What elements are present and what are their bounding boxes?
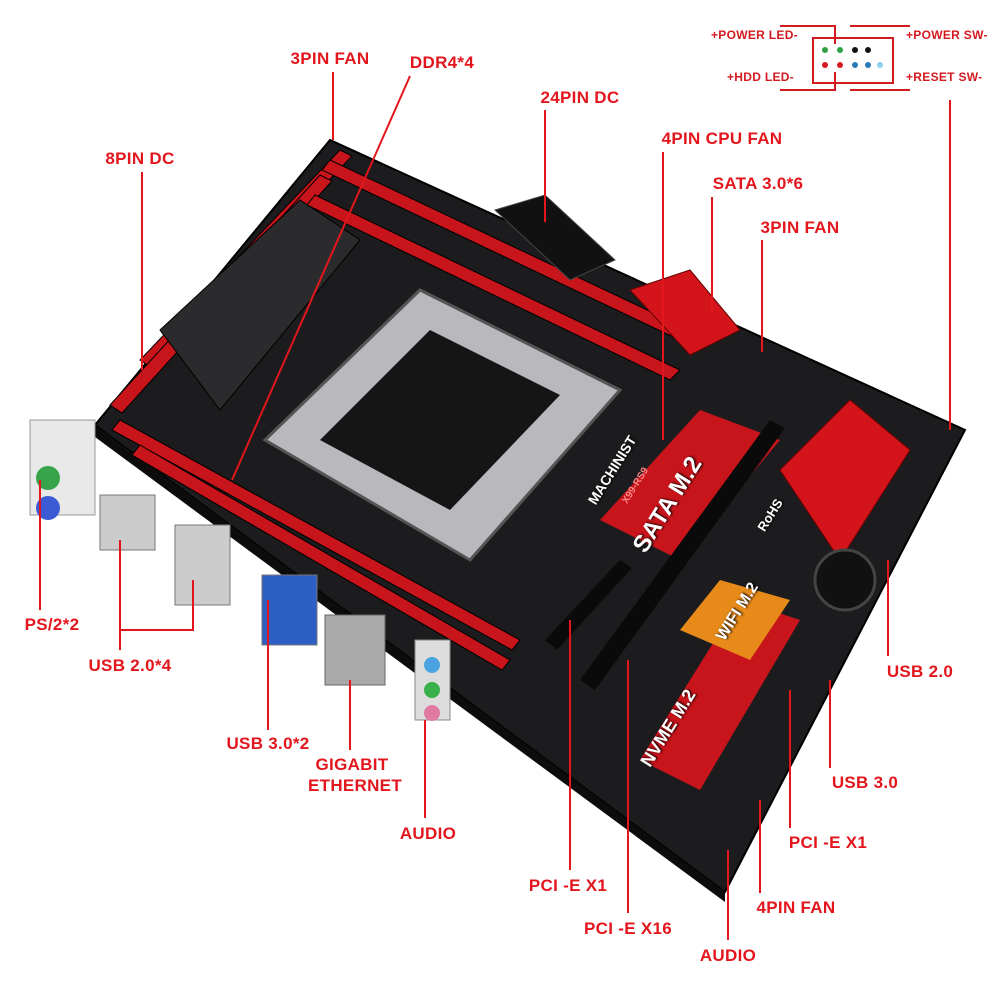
pcie-x1-slot <box>545 560 632 650</box>
pcb-edge <box>95 425 725 902</box>
power-sw-label: +POWER SW- <box>906 28 988 42</box>
vrm-heatsink <box>159 199 361 411</box>
label-audio-front: AUDIO <box>699 946 757 965</box>
usb2-ports-a <box>99 494 156 551</box>
label-4pin-fan: 4PIN FAN <box>756 898 836 917</box>
label-usb20-rear: USB 2.0*4 <box>88 656 172 675</box>
front-panel-pins <box>822 47 883 68</box>
sata-ports <box>629 269 741 356</box>
hdd-led-label: +HDD LED- <box>727 70 795 84</box>
wifi-panel <box>680 580 790 660</box>
m2-panel <box>600 410 780 560</box>
label-usb30-rear: USB 3.0*2 <box>226 734 310 753</box>
label-pcie-x16: PCI -E X16 <box>583 919 673 938</box>
usb3-ports <box>261 574 318 646</box>
socket-cover <box>320 330 560 510</box>
pcie-x16-slot <box>580 420 785 690</box>
label-8pin-dc: 8PIN DC <box>105 149 175 168</box>
power-led-label: +POWER LED- <box>711 28 798 42</box>
front-panel-lines <box>780 25 910 91</box>
label-ethernet-2: ETHERNET <box>307 776 403 795</box>
label-pcie-x1-left: PCI -E X1 <box>528 876 608 895</box>
label-usb30-header: USB 3.0 <box>831 773 899 792</box>
atx-24pin-connector <box>494 194 616 281</box>
label-ddr4: DDR4*4 <box>409 53 475 72</box>
label-3pin-fan-top: 3PIN FAN <box>290 49 370 68</box>
label-pcie-x1-right: PCI -E X1 <box>788 833 868 852</box>
label-audio-rear: AUDIO <box>399 824 457 843</box>
label-sata: SATA 3.0*6 <box>712 174 804 193</box>
label-ethernet-1: GIGABIT <box>315 755 389 774</box>
label-24pin-dc: 24PIN DC <box>540 88 620 107</box>
callout-lines <box>39 72 951 940</box>
label-ps2: PS/2*2 <box>24 615 80 634</box>
reset-sw-label: +RESET SW- <box>906 70 983 84</box>
usb2-ports-b <box>174 524 231 606</box>
nvme-panel <box>640 600 800 790</box>
cmos-battery <box>813 548 877 612</box>
label-usb20-header: USB 2.0 <box>886 662 954 681</box>
label-cpu-fan: 4PIN CPU FAN <box>661 129 783 148</box>
label-3pin-fan-right: 3PIN FAN <box>760 218 840 237</box>
ethernet-port <box>324 614 386 686</box>
chipset-heatsink <box>779 399 911 561</box>
front-panel-header-box <box>812 37 894 84</box>
